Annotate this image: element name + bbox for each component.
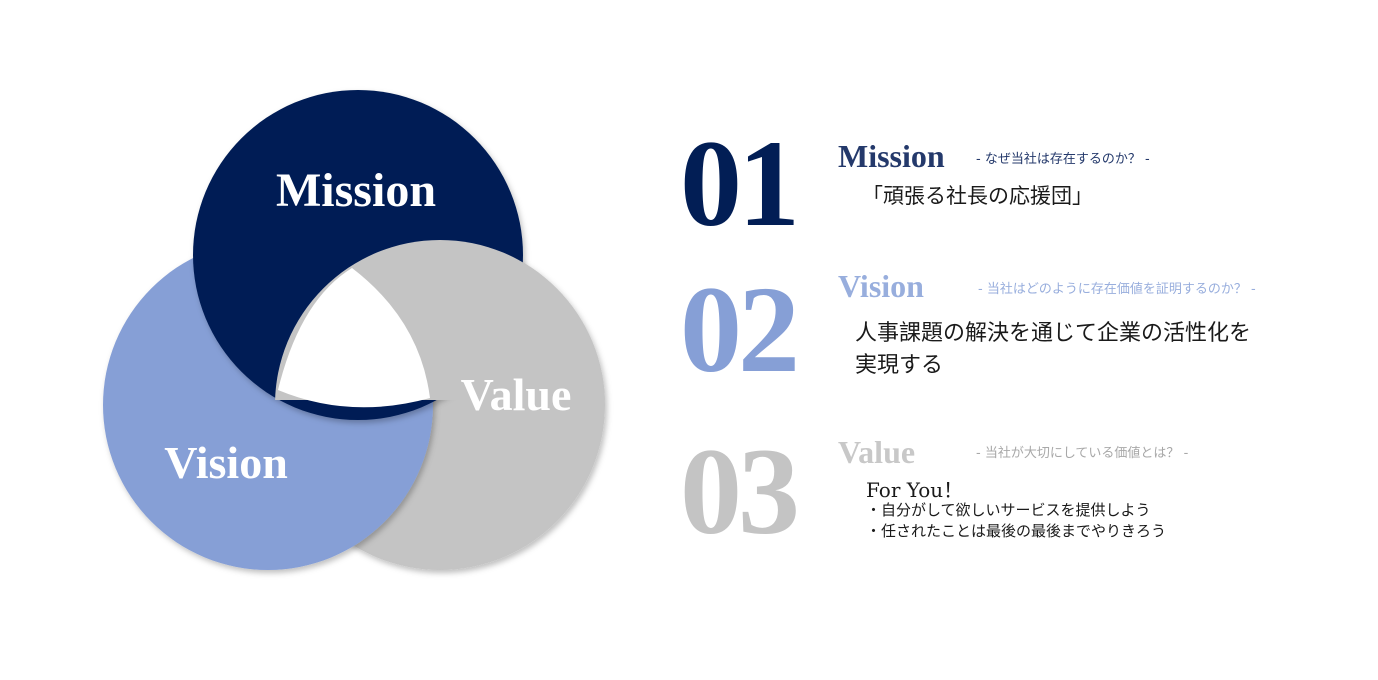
value-bullet-2: ・任されたことは最後の最後までやりきろう	[866, 522, 1167, 540]
item-body-vision-line1: 人事課題の解決を通じて企業の活性化を	[855, 321, 1252, 346]
item-title-value: Value	[838, 434, 916, 470]
item-title-mission: Mission	[838, 138, 945, 174]
venn-label-vision: Vision	[164, 437, 288, 488]
item-body-mission: 「頑張る社長の応援団」	[862, 184, 1093, 208]
item-body-vision-line2: 実現する	[855, 353, 944, 378]
item-subtitle-vision: - 当社はどのように存在価値を証明するのか？ -	[978, 282, 1256, 297]
venn-center-hole	[278, 268, 430, 408]
item-body-value: For You！	[866, 478, 964, 502]
item-subtitle-mission: - なぜ当社は存在するのか？ -	[976, 152, 1150, 167]
venn-label-mission: Mission	[276, 164, 436, 217]
item-number-01: 01	[680, 115, 800, 252]
item-subtitle-value: - 当社が大切にしている価値とは？ -	[976, 446, 1189, 461]
item-number-03: 03	[680, 423, 800, 560]
item-title-vision: Vision	[838, 268, 924, 304]
item-number-02: 02	[680, 261, 800, 398]
value-bullet-1: ・自分がして欲しいサービスを提供しよう	[866, 501, 1151, 519]
venn-label-value: Value	[461, 369, 572, 420]
venn-diagram: Mission Value Vision	[103, 90, 605, 570]
